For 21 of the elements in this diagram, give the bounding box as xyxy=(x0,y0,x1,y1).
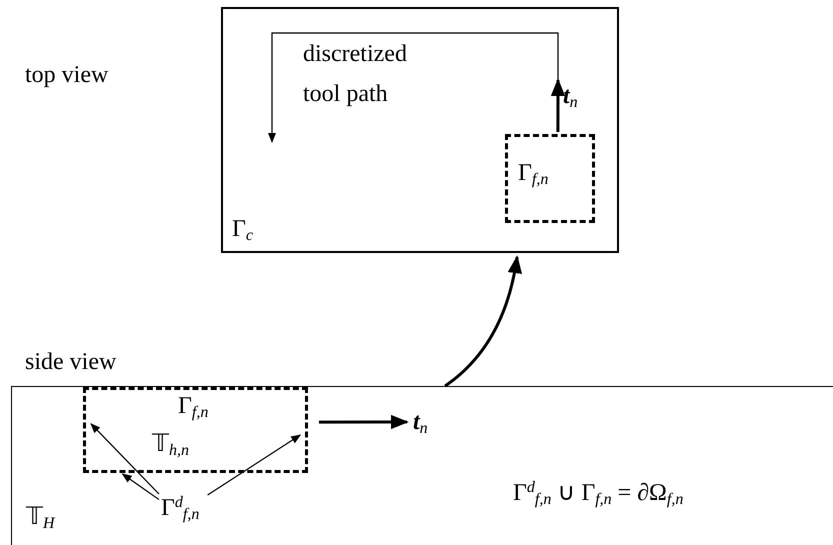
math-label: Γ$_{c}$ xyxy=(232,217,253,241)
arrow xyxy=(444,255,522,388)
arrow xyxy=(207,434,302,496)
arrow xyxy=(319,414,409,430)
edge-label: t$_{n}$ xyxy=(413,410,428,434)
math-label: Γ$_{f,n}$ xyxy=(178,394,208,418)
dashed-region-box xyxy=(505,134,595,223)
text-label: Γ$^{d}$$_{f,n}$ ∪ Γ$_{f,n}$ = ∂Ω$_{f,n}$ xyxy=(513,478,684,510)
side-view-workpiece xyxy=(11,386,833,545)
dashed-region-box xyxy=(83,387,308,473)
text-label: discretized tool path xyxy=(303,40,408,109)
arrow xyxy=(90,423,160,494)
arrow xyxy=(122,473,160,500)
math-label: Γ$_{f,n}$ xyxy=(518,161,548,185)
arrow xyxy=(550,78,566,132)
top-view-box xyxy=(221,7,619,253)
text-label: side view xyxy=(25,348,116,377)
edge-label: t$_{n}$ xyxy=(563,84,578,108)
math-label: 𝕋$_{h,n}$ xyxy=(152,432,189,456)
math-label: 𝕋$_{H}$ xyxy=(26,505,55,529)
text-label: top view xyxy=(25,61,108,90)
